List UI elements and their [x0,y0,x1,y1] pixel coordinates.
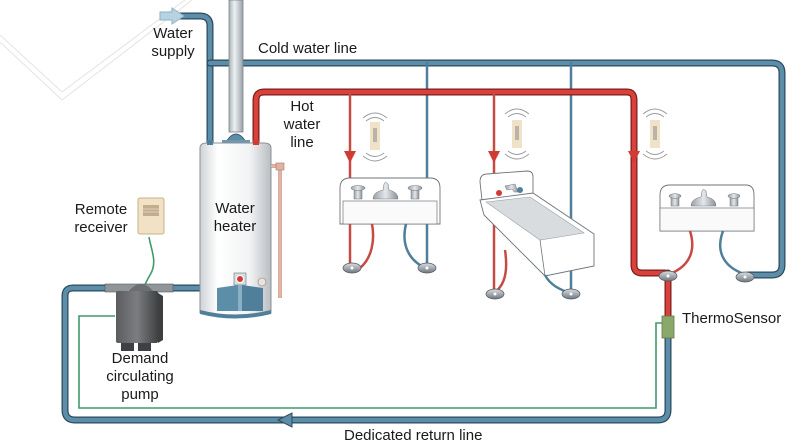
wireless-signal-icon [642,108,668,160]
hot-water-line-label: Hot water line [280,98,324,152]
wireless-button-2 [504,108,530,160]
gas-control-icon [217,272,263,311]
hot-water-line-label-line-1: Hot [290,98,314,115]
hot-flow-arrows [344,151,640,163]
remote-receiver-label-line-1: Remote [74,201,128,218]
water-heater-label-line-2: heater [213,218,257,235]
cold-water-line [174,12,786,294]
water-supply-arrow-icon [159,7,185,25]
thermosensor-label: ThermoSensor [682,310,782,327]
water-heater [199,140,285,319]
remote-receiver-label: Remote receiver [68,201,134,237]
demand-circulating-pump [104,283,174,351]
hot-water-line [252,88,672,322]
remote-receiver-label-line-2: receiver [74,219,128,236]
demand-pump-label-line-1: Demand [111,350,169,367]
remote-receiver [137,197,165,235]
hot-water-line-label-line-2: water [283,116,321,133]
thermosensor [661,315,675,339]
demand-pump-label: Demand circulating pump [100,350,180,404]
flow-arrow-icon [488,151,500,163]
faucet-icon [504,183,519,193]
shutoff-valve-icon [417,262,437,274]
dedicated-return-line [61,284,672,424]
sink-1 [339,177,441,274]
shutoff-valve-icon [735,271,755,283]
wireless-button-1 [362,112,388,162]
shutoff-valve-icon [485,288,505,300]
flow-arrow-icon [628,151,640,163]
wireless-signal-icon [504,108,530,160]
water-heater-label-line-1: Water [215,200,255,217]
flow-arrow-icon [344,151,356,163]
background-decoration [0,0,193,101]
wireless-signal-icon [362,112,388,162]
cold-water-line-label: Cold water line [258,40,358,57]
shutoff-valve-icon [658,270,678,282]
return-flow-arrow-icon [276,412,293,428]
faucet-icon [350,182,423,200]
hot-water-line-label-line-3: line [290,134,314,151]
sink-2 [479,170,595,300]
water-supply-label-line-1: Water [153,25,193,42]
sink-3 [658,184,755,283]
demand-pump-label-line-2: circulating [106,368,174,385]
faucet-icon [668,189,741,207]
shutoff-valve-icon [561,288,581,300]
wireless-button-3 [642,108,668,160]
demand-pump-label-line-3: pump [121,386,159,403]
flue-pipe [222,0,250,144]
return-line-label: Dedicated return line [344,427,483,444]
water-heater-label: Water heater [205,200,265,236]
water-supply-label: Water supply [143,25,203,61]
heater-badge-icon [257,277,267,287]
water-supply-label-line-2: supply [151,43,195,60]
shutoff-valve-icon [342,262,362,274]
